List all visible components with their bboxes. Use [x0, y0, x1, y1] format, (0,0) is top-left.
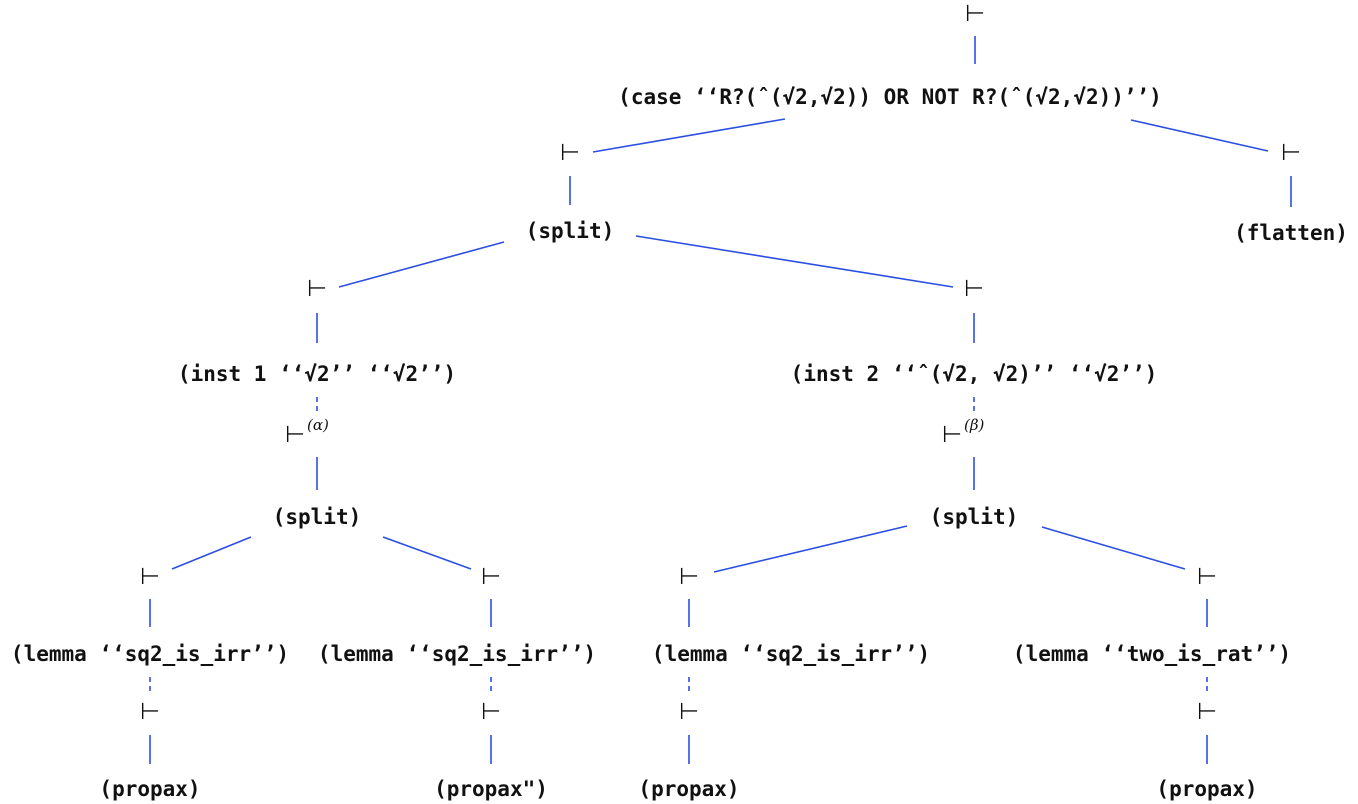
turnstile-t-p3: ⊢: [679, 699, 699, 725]
superscript-t-beta: (β): [964, 416, 985, 434]
turnstile-t-l2: ⊢: [481, 564, 501, 590]
rule-label-propax1: (propax): [99, 777, 200, 801]
superscript-t-alpha: (α): [307, 416, 329, 434]
edge-split1-to-t-a: [338, 241, 505, 288]
rule-label-flatten: (flatten): [1234, 221, 1348, 245]
edges-layer: [149, 36, 1292, 764]
rule-label-split1: (split): [526, 219, 615, 243]
turnstile-root: ⊢: [965, 1, 985, 27]
edge-split2-to-t-l1: [171, 536, 252, 570]
rule-label-case: (case ‘‘R?(ˆ(√2,√2)) OR NOT R?(ˆ(√2,√2))…: [618, 85, 1162, 109]
rule-label-propax2: (propax"): [434, 777, 548, 801]
rule-label-lemma2: (lemma ‘‘sq2_is_irr’’): [318, 642, 596, 666]
turnstile-t-l1: ⊢: [140, 564, 160, 590]
edge-case-to-t-left: [592, 118, 786, 153]
rule-label-lemma4: (lemma ‘‘two_is_rat’’): [1013, 642, 1291, 666]
turnstile-t-p2: ⊢: [481, 699, 501, 725]
turnstile-t-b: ⊢: [964, 276, 984, 302]
turnstile-t-p4: ⊢: [1197, 699, 1217, 725]
edge-split3-to-t-l3: [713, 525, 908, 573]
turnstile-t-right: ⊢: [1281, 140, 1301, 166]
edge-case-to-t-right: [1130, 119, 1269, 152]
turnstile-t-l3: ⊢: [679, 564, 699, 590]
edge-split2-to-t-l2: [382, 536, 472, 570]
edge-split3-to-t-l4: [1041, 526, 1186, 570]
rule-label-propax4: (propax): [1156, 777, 1257, 801]
turnstile-t-a: ⊢: [307, 276, 327, 302]
rule-label-split2: (split): [273, 505, 362, 529]
edge-split1-to-t-b: [635, 235, 954, 288]
rule-label-inst2: (inst 2 ‘‘ˆ(√2, √2)’’ ‘‘√2’’): [791, 362, 1158, 386]
nodes-layer: ⊢ (case ‘‘R?(ˆ(√2,√2)) OR NOT R?(ˆ(√2,√2)…: [11, 1, 1348, 801]
rule-label-split3: (split): [930, 505, 1019, 529]
turnstile-t-p1: ⊢: [140, 699, 160, 725]
turnstile-t-left: ⊢: [560, 140, 580, 166]
rule-label-lemma3: (lemma ‘‘sq2_is_irr’’): [652, 642, 930, 666]
rule-label-lemma1: (lemma ‘‘sq2_is_irr’’): [11, 642, 289, 666]
turnstile-t-l4: ⊢: [1197, 564, 1217, 590]
rule-label-inst1: (inst 1 ‘‘√2’’ ‘‘√2’’): [178, 362, 456, 386]
turnstile-t-alpha: ⊢: [285, 422, 305, 448]
turnstile-t-beta: ⊢: [942, 422, 962, 448]
rule-label-propax3: (propax): [638, 777, 739, 801]
